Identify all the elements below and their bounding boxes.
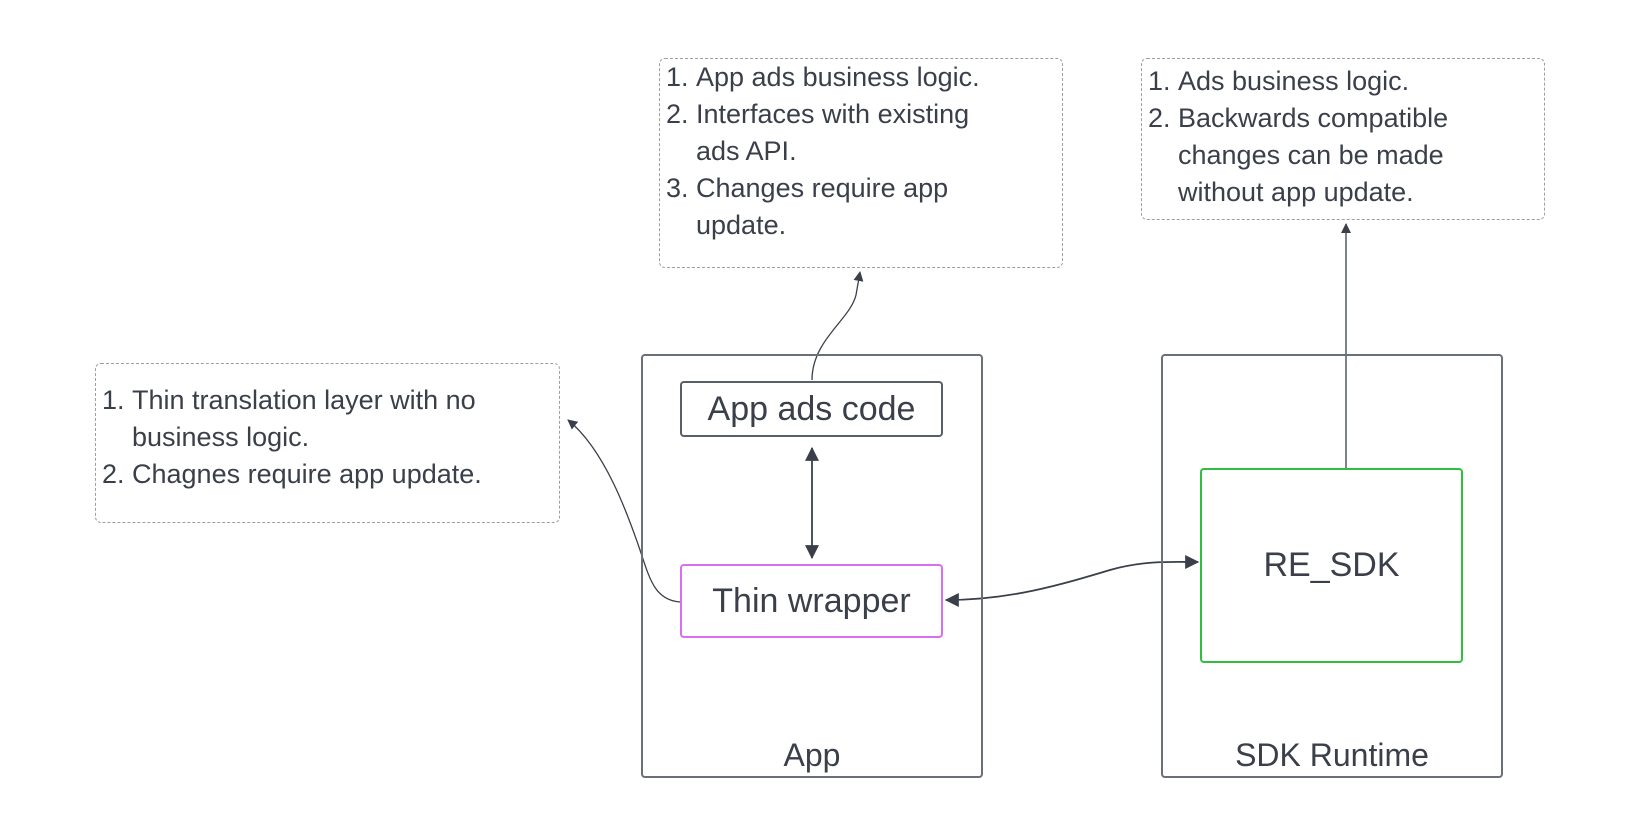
connector-wrapper-resdk <box>944 554 1200 607</box>
note-item: 1. Thin translation layer with no busine… <box>102 382 553 456</box>
re-sdk-node: RE_SDK <box>1200 468 1463 663</box>
note-item: 1. App ads business logic. <box>666 59 1056 96</box>
note-item-text: Changes require app update. <box>696 173 949 240</box>
app-container: App <box>641 354 983 778</box>
app-ads-code-note: 1. App ads business logic. 2. Interfaces… <box>659 58 1063 268</box>
note-item: 3. Changes require app update. <box>666 170 1056 244</box>
note-item-text: App ads business logic. <box>696 62 980 92</box>
note-item-text: Thin translation layer with no business … <box>132 385 476 452</box>
note-item-number: 1. <box>1148 66 1171 96</box>
note-item-text: Backwards compatible changes can be made… <box>1178 103 1449 207</box>
note-item: 1. Ads business logic. <box>1148 63 1538 100</box>
note-item: 2. Backwards compatible changes can be m… <box>1148 100 1538 211</box>
note-item-number: 1. <box>102 385 125 415</box>
note-item-number: 2. <box>666 99 689 129</box>
sdk-runtime-container: SDK Runtime <box>1161 354 1503 778</box>
app-ads-code-note-list: 1. App ads business logic. 2. Interfaces… <box>666 59 1056 244</box>
note-item: 2. Chagnes require app update. <box>102 456 553 493</box>
note-item-number: 2. <box>102 459 125 489</box>
app-ads-code-node: App ads code <box>680 381 943 437</box>
connector-wrapper-note <box>567 419 681 603</box>
note-item: 2. Interfaces with existing ads API. <box>666 96 1056 170</box>
app-container-label: App <box>783 737 841 773</box>
note-item-text: Chagnes require app update. <box>132 459 482 489</box>
thin-wrapper-note-list: 1. Thin translation layer with no busine… <box>102 382 553 493</box>
re-sdk-note-list: 1. Ads business logic. 2. Backwards comp… <box>1148 63 1538 211</box>
re-sdk-note: 1. Ads business logic. 2. Backwards comp… <box>1141 58 1545 220</box>
note-item-number: 2. <box>1148 103 1171 133</box>
note-item-text: Interfaces with existing ads API. <box>696 99 970 166</box>
connector-adscode-note <box>811 271 864 381</box>
note-item-text: Ads business logic. <box>1178 66 1410 96</box>
note-item-number: 1. <box>666 62 689 92</box>
thin-wrapper-note: 1. Thin translation layer with no busine… <box>95 363 560 523</box>
note-item-number: 3. <box>666 173 689 203</box>
thin-wrapper-node: Thin wrapper <box>680 564 943 638</box>
sdk-runtime-container-label: SDK Runtime <box>1235 737 1429 773</box>
